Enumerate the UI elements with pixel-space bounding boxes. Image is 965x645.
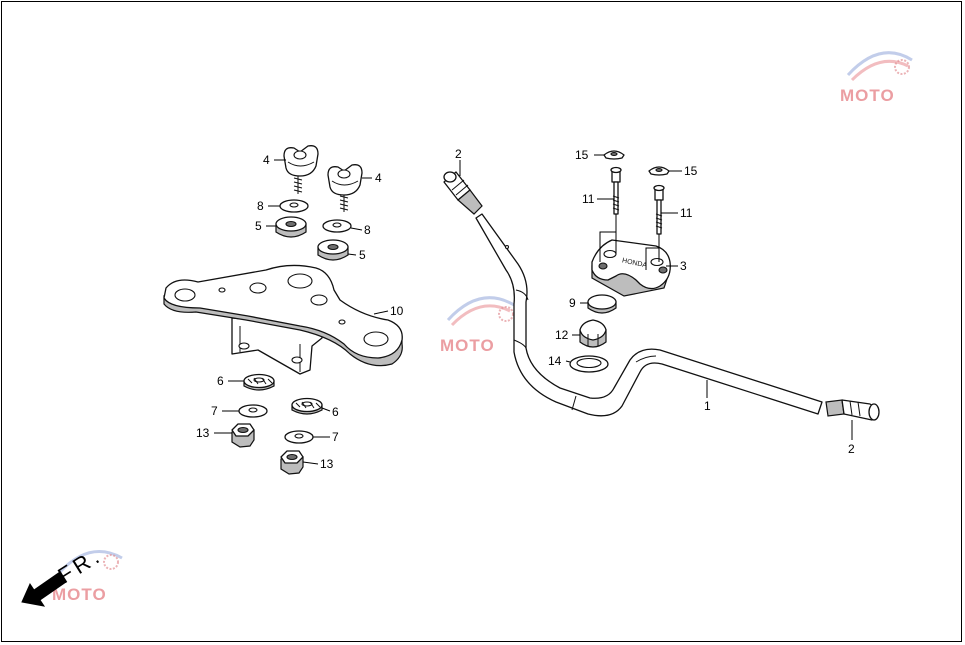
callout-12: 12 [555,328,569,342]
part-6-bushing-left [243,373,275,391]
callout-11-right: 11 [680,206,693,220]
callout-8-right: 8 [364,223,371,237]
part-2-bar-end-right [825,399,880,421]
part-9-plug [587,294,617,314]
callout-13-left: 13 [196,426,210,440]
moto-logo-watermark-center: MOTO [440,296,515,355]
callout-11-left: 11 [582,192,595,206]
part-12-cap-nut [579,319,607,348]
part-4-upper-holder-left [283,145,319,194]
callout-2-left: 2 [455,147,462,161]
part-10-top-bridge [163,264,403,375]
leader-lines [214,154,853,465]
callout-7-right: 7 [332,430,339,444]
callout-1: 1 [704,399,711,413]
part-13-nut-right [280,450,304,475]
callout-9: 9 [569,296,576,310]
callout-6-left: 6 [217,374,224,388]
part-14-o-ring [569,355,609,373]
callout-14: 14 [548,354,562,368]
part-4-upper-holder-right [327,164,363,212]
watermark-gear-icon [498,306,514,322]
part-7-washer-left [238,404,268,418]
watermark-gear-icon [103,554,119,570]
part-2-bar-end-left [443,171,483,215]
part-15-cap-right [648,166,670,176]
callout-3: 3 [680,259,687,273]
callout-15-right: 15 [684,164,698,178]
part-1-handlebar [475,213,823,417]
callout-4-right: 4 [375,171,382,185]
moto-logo-watermark-top-right: MOTO [840,51,913,105]
moto-logo-watermark-bottom-left: MOTO [52,550,123,604]
part-13-nut-left [231,423,255,448]
watermark-gear-icon [894,59,910,75]
part-11-bolt-left [610,166,622,215]
part-8-washer-left [279,199,309,213]
callout-10: 10 [390,304,404,318]
part-5-bushing-left [275,216,307,238]
part-6-bushing-right [291,397,323,415]
part-3-upper-clamp: HONDA [591,239,671,297]
watermark-text: MOTO [440,336,495,355]
part-11-bolt-right [653,184,665,235]
callout-13-right: 13 [320,457,334,471]
callout-2-right: 2 [848,442,855,456]
callout-8-left: 8 [257,199,264,213]
watermark-text: MOTO [52,585,107,604]
part-15-cap-left [603,150,625,160]
callout-labels: 1 2 2 3 4 4 5 5 6 6 7 7 8 8 9 10 11 11 1… [196,147,855,471]
arrow-down-left-icon [21,571,67,607]
part-7-washer-right [284,430,314,444]
part-8-washer-right [322,219,352,233]
callout-5-left: 5 [255,219,262,233]
callout-15-left: 15 [575,148,589,162]
part-5-bushing-right [317,239,349,261]
callout-6-right: 6 [332,405,339,419]
watermark-text: MOTO [840,86,895,105]
callout-4-left: 4 [263,153,270,167]
callout-5-right: 5 [359,248,366,262]
callout-7-left: 7 [211,404,218,418]
front-direction-label: FR. [53,542,106,588]
